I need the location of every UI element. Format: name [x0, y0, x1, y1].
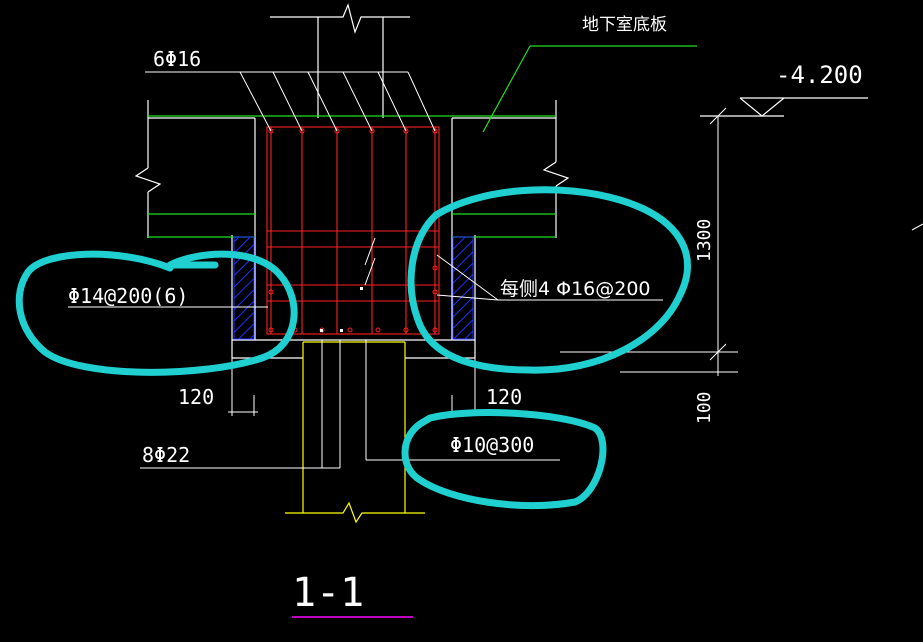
label-dim-right-cover: 120 [486, 385, 522, 409]
section-title: 1-1 [292, 570, 364, 616]
pile-leaders [140, 340, 560, 469]
top-rebar-leader [145, 71, 436, 132]
label-pile-stirrup: Φ10@300 [450, 433, 534, 457]
slab-green-lines [148, 45, 697, 238]
label-side-rebar: 每侧4 Φ16@200 [500, 278, 651, 300]
hatch-left [233, 236, 255, 340]
label-dim-bottom: 100 [694, 391, 715, 424]
markup-circle-bottom [401, 409, 607, 510]
label-dim-left-cover: 120 [178, 385, 214, 409]
dimension-vertical [560, 107, 738, 376]
annotation-leaders [68, 237, 663, 308]
label-bottom-rebar: 8Φ22 [142, 443, 190, 467]
pile [285, 341, 425, 524]
label-dim-height: 1300 [694, 219, 715, 262]
column-stub-top [270, 3, 410, 118]
markup-circles [15, 186, 691, 510]
label-basement-slab: 地下室底板 [582, 15, 667, 35]
offscreen-marker [911, 223, 923, 231]
slab-outline [134, 100, 570, 359]
cover-dimensions [228, 358, 479, 416]
label-elevation: -4.200 [776, 61, 863, 89]
markup-circle-left [15, 250, 298, 376]
label-stirrup-left: Φ14@200(6) [68, 284, 188, 308]
rebar-markers-white [320, 287, 363, 332]
markup-circle-right [407, 186, 691, 374]
elevation-marker [700, 97, 868, 117]
rebar-cage [266, 126, 440, 335]
hatch-right [452, 236, 474, 340]
label-top-rebar: 6Φ16 [153, 47, 201, 71]
